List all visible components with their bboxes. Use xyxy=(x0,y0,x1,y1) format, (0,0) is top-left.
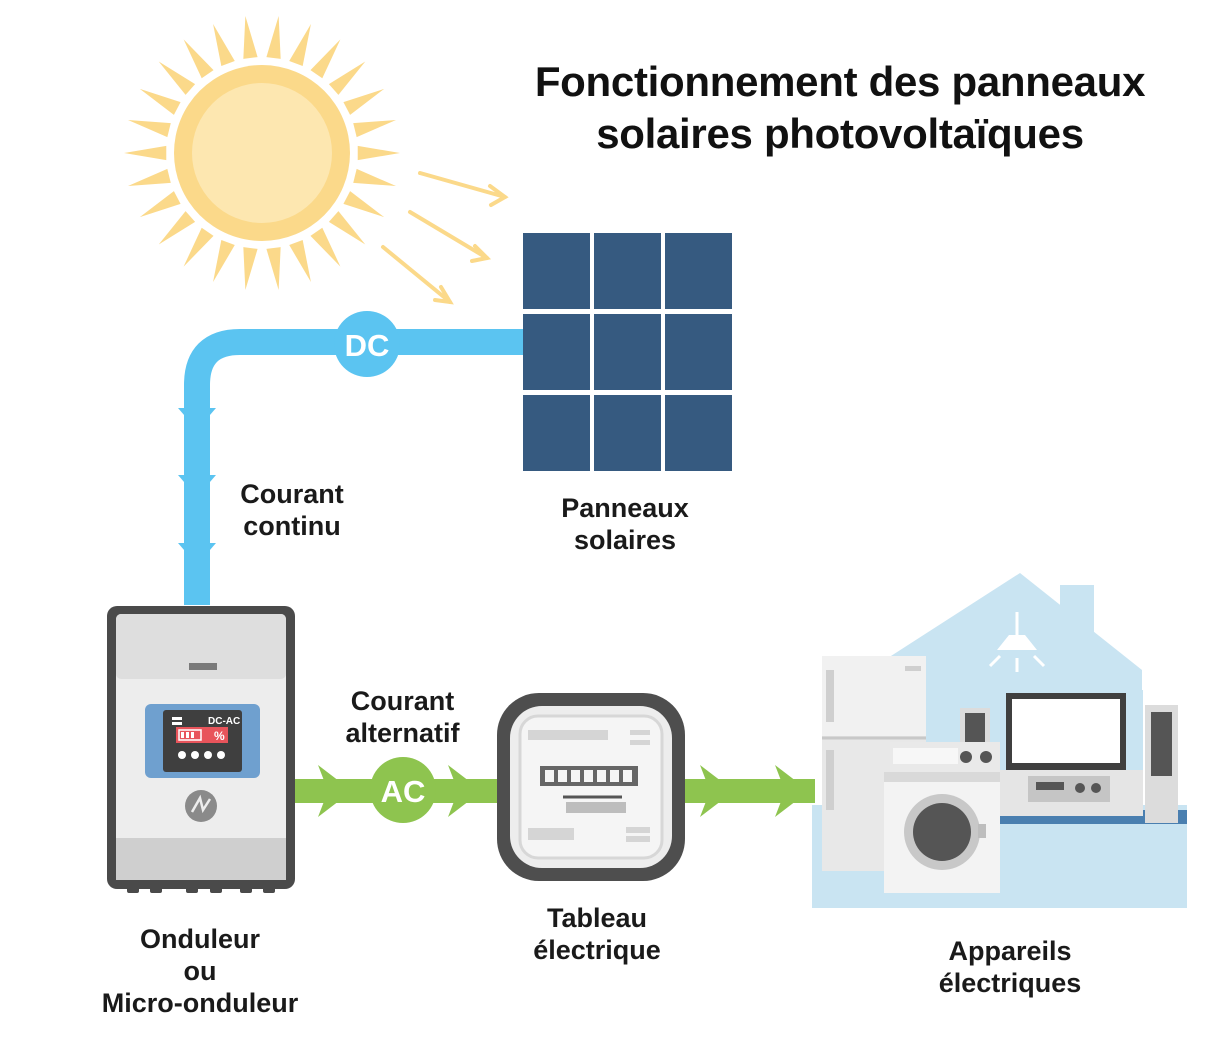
label-courant-continu-line1: Courant xyxy=(240,479,344,509)
ac-badge-label: AC xyxy=(381,774,426,809)
page-title-line2: solaires photovoltaïques xyxy=(596,110,1084,157)
label-onduleur: Onduleur ou Micro-onduleur xyxy=(75,923,325,1019)
label-tableau-electrique: Tableau électrique xyxy=(497,902,697,966)
label-tableau-line1: Tableau xyxy=(546,903,648,933)
sunbeam-arrows xyxy=(381,171,509,305)
sun-icon xyxy=(124,16,400,290)
label-onduleur-line1: Onduleur xyxy=(140,924,260,954)
label-courant-alternatif-line1: Courant xyxy=(350,686,455,716)
label-appareils-electriques: Appareils électriques xyxy=(895,935,1125,999)
label-courant-continu: Courant continu xyxy=(222,478,362,542)
solar-panel-cell xyxy=(523,395,590,471)
appliances-icon xyxy=(822,656,1187,893)
solar-panel-cell xyxy=(594,395,661,471)
label-appareils-line2: électriques xyxy=(938,968,1082,998)
label-onduleur-line3: Micro-onduleur xyxy=(101,988,299,1018)
solar-panel-cell xyxy=(594,233,661,309)
solar-panel-cell xyxy=(665,314,732,390)
label-panneaux-solaires: Panneaux solaires xyxy=(530,492,720,556)
label-panneaux-line1: Panneaux xyxy=(561,493,689,523)
solar-panel-cell xyxy=(523,314,590,390)
label-panneaux-line2: solaires xyxy=(573,525,677,555)
label-courant-continu-line2: continu xyxy=(243,511,341,541)
ceiling-lamp-icon xyxy=(988,612,1046,672)
label-tableau-line2: électrique xyxy=(533,935,661,965)
label-courant-alternatif-line2: alternatif xyxy=(345,718,460,748)
solar-panel-cell xyxy=(665,233,732,309)
solar-panel-cell xyxy=(523,233,590,309)
page-title: Fonctionnement des panneaux solaires pho… xyxy=(470,56,1210,160)
inverter-icon: DC-AC % xyxy=(107,606,295,893)
ac-badge: AC xyxy=(370,757,436,823)
label-onduleur-line2: ou xyxy=(183,956,217,986)
label-courant-alternatif: Courant alternatif xyxy=(320,685,485,749)
solar-panel-cell xyxy=(665,395,732,471)
dc-current-line xyxy=(178,329,535,605)
page-title-line1: Fonctionnement des panneaux xyxy=(534,58,1146,105)
inverter-screen-unit: % xyxy=(214,729,225,743)
electric-meter-icon xyxy=(497,693,685,881)
solar-panel-cell xyxy=(594,314,661,390)
label-appareils-line1: Appareils xyxy=(948,936,1072,966)
solar-panel-array xyxy=(523,233,732,471)
dc-badge: DC xyxy=(334,311,400,377)
dc-badge-label: DC xyxy=(345,328,390,363)
inverter-screen-caption: DC-AC xyxy=(208,716,240,727)
